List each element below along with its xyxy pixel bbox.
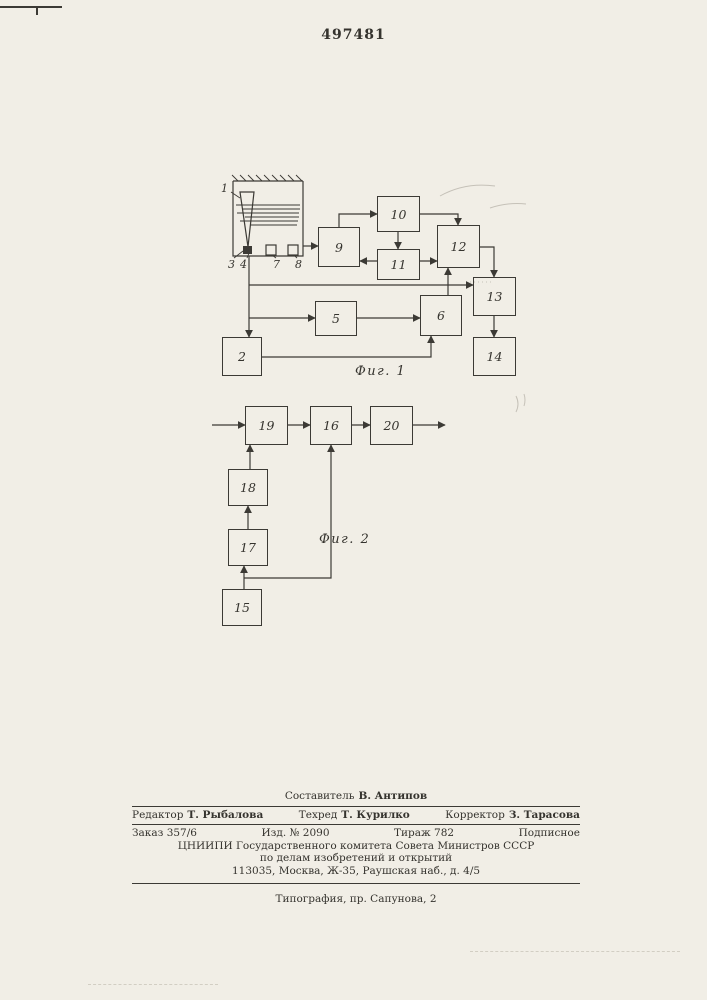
fig1-connectors [245,210,498,358]
fig2-caption: Фиг. 2 [319,532,371,547]
fig1-part-label-1: 1 [221,182,228,195]
fig1-part-label-8: 8 [295,258,302,271]
tank-drawing [230,174,304,259]
org-line-1: ЦНИИПИ Государственного комитета Совета … [177,839,535,852]
order-number: Заказ 357/6 [132,827,197,840]
compiler-label: Составитель [284,790,355,802]
fig1-block-2: 2 [222,337,262,376]
fig2-block-19: 19 [245,406,288,445]
techred-label: Техред [298,808,338,821]
scan-scribbles [439,184,527,413]
patent-number: 497481 [321,27,386,43]
scan-artifact-bottom-left [88,984,218,985]
corrector-label: Корректор [445,808,505,821]
editor-label: Редактор [132,808,184,821]
fig1-block-11: 11 [377,249,420,280]
scan-artifact-bottom-right [470,951,680,952]
editor-name: Т. Рыбалова [187,808,264,821]
circulation: Тираж 782 [394,827,455,840]
typography-line: Типография, пр. Сапунова, 2 [275,892,437,905]
compiler-name: В. Антипов [358,790,428,802]
fig1-part-label-7: 7 [273,258,280,271]
fig1-caption: Фиг. 1 [355,364,407,379]
fig1-part-label-3: 3 [228,258,235,271]
fig2-block-17: 17 [228,529,268,566]
fig2-connectors [212,421,446,589]
subscription: Подписное [518,827,580,840]
fig1-block-12: 12 [437,225,480,268]
org-line-3: 113035, Москва, Ж-35, Раушская наб., д. … [231,864,481,877]
fig1-part-label-4: 4 [240,258,247,271]
corrector-name: З. Тарасова [508,808,580,821]
scan-artifact-tick [36,8,38,15]
print-info-line: Заказ 357/6 Изд. № 2090 Тираж 782 Подпис… [132,827,580,840]
fig1-block-9: 9 [318,227,360,267]
fig1-block-6: 6 [420,295,462,336]
fig1-block-5: 5 [315,301,357,336]
org-line-2: по делам изобретений и открытий [259,852,453,865]
fig2-block-18: 18 [228,469,268,506]
fig2-block-20: 20 [370,406,413,445]
footer-rule-1 [132,805,580,807]
fig2-block-15: 15 [222,589,262,626]
edition-number: Изд. № 2090 [261,827,330,840]
techred-name: Т. Курилко [341,808,410,821]
fig2-block-16: 16 [310,406,352,445]
fig1-block-10: 10 [377,196,420,232]
fig1-block-13: 13 [473,277,516,316]
scan-artifact-topline [0,6,62,8]
footer-rule-2 [132,824,580,826]
footer-rule-3 [132,882,580,884]
fig1-block-14: 14 [473,337,516,376]
